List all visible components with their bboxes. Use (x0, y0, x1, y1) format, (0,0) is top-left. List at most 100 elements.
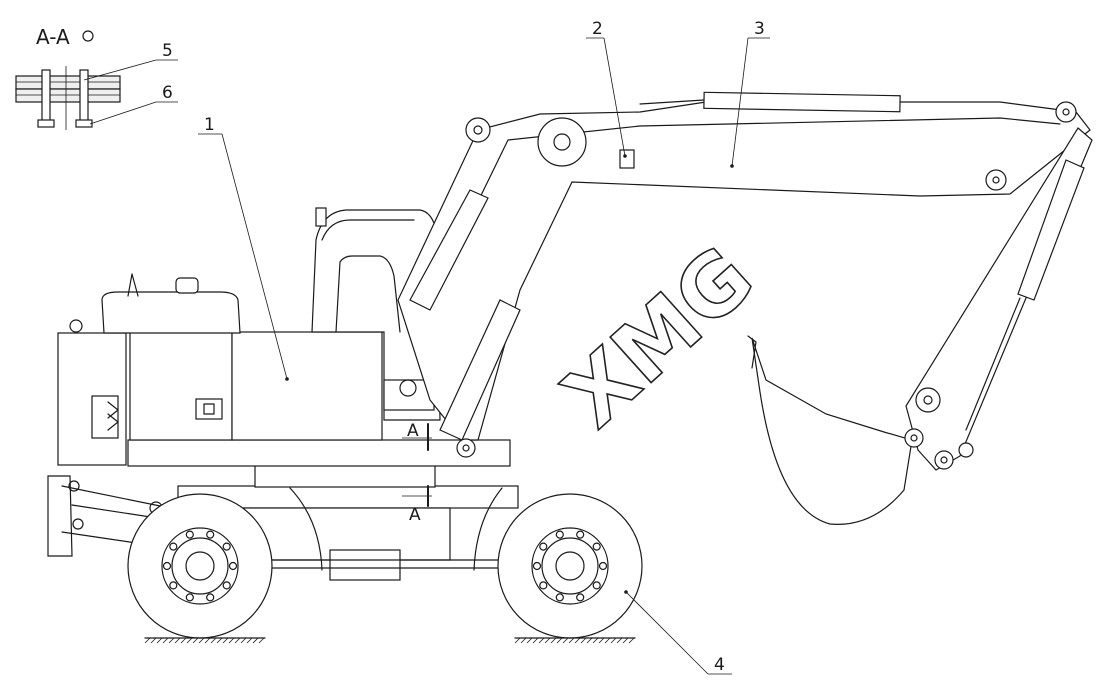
ground-hatch-line (550, 637, 557, 644)
bolt-right (79, 69, 89, 127)
ground-hatch-line (586, 637, 593, 644)
undercarriage (47, 475, 561, 581)
slewing-ring (254, 464, 436, 488)
ground-hatch-line (544, 637, 551, 644)
rear-mirror (315, 207, 327, 227)
section-label: A-A (36, 25, 70, 49)
section-mark-top: A (407, 421, 419, 441)
stick (905, 127, 1093, 471)
lug-nut (185, 593, 194, 602)
ground-hatch-line (186, 637, 193, 644)
lug-nut (539, 542, 548, 551)
boom-cylinder-lower (439, 299, 521, 441)
ground-hatch-line (216, 637, 223, 644)
boom-arm (397, 91, 1091, 458)
callout-2-leader (603, 37, 626, 157)
lug-nut (206, 593, 215, 602)
lug-nut (592, 581, 601, 590)
nut-right (75, 119, 93, 128)
lug-nut (532, 561, 542, 571)
service-latch (195, 398, 223, 420)
lug-nut (576, 593, 585, 602)
callout-3-leader (731, 37, 749, 167)
ground-hatch-line (604, 637, 611, 644)
boom-cylinder (409, 189, 489, 311)
cab-door-window (335, 255, 401, 333)
ground-hatch-line (610, 637, 617, 644)
boom-foot-pin (537, 117, 587, 167)
ground-hatch-line (180, 637, 187, 644)
callout-5-number: 5 (162, 41, 173, 61)
ground-hatch-line (204, 637, 211, 644)
bolt-left (41, 69, 51, 127)
lug-nut (185, 530, 194, 539)
callouts: 1 2 3 4 5 6 (83, 19, 770, 675)
engine-hood (101, 291, 241, 334)
ground-hatch-line (156, 637, 163, 644)
plate-upper (15, 75, 121, 90)
lug-nut (598, 561, 608, 571)
tail-light (91, 395, 119, 439)
callout-1-number: 1 (204, 115, 215, 135)
ground-hatch-line (526, 637, 533, 644)
ground-hatch-line (258, 637, 265, 644)
stick-and-bucket (747, 127, 1093, 525)
nut-left (37, 119, 55, 128)
callout-4-number: 4 (714, 655, 725, 675)
boom (397, 101, 1091, 441)
air-intake (127, 273, 139, 297)
ground-hatch-line (574, 637, 581, 644)
lug-nut (539, 581, 548, 590)
bucket-cylinder (1017, 159, 1085, 301)
plate-lower (15, 88, 121, 103)
callout-4-leader (625, 591, 709, 675)
ground-hatch-line (174, 637, 181, 644)
callout-1-leader (221, 133, 288, 380)
ground-hatch-line (622, 637, 629, 644)
section-cut-marks: A A (402, 421, 432, 525)
lug-nut (162, 561, 172, 571)
ground-hatch-line (598, 637, 605, 644)
ground-hatch-line (162, 637, 169, 644)
lug-nut (228, 561, 238, 571)
lug-nut (222, 581, 231, 590)
ground-hatch-line (628, 637, 635, 644)
lift-eye (69, 319, 83, 333)
exhaust-cap (175, 277, 199, 294)
section-a-a-detail: A-A (15, 25, 121, 130)
ground-hatch-line (228, 637, 235, 644)
upper-structure (57, 273, 511, 488)
lug-nut (206, 530, 215, 539)
lug-nut (555, 593, 564, 602)
ground-hatching (144, 637, 636, 644)
callout-5-leader (83, 59, 157, 81)
ground-hatch-line (562, 637, 569, 644)
section-mark-bottom: A (409, 505, 421, 525)
rear-wheel (497, 493, 643, 639)
front-wheel (127, 493, 273, 639)
lug-nut (169, 581, 178, 590)
boom-arm-pivot (985, 169, 1007, 191)
lug-nut (576, 530, 585, 539)
ground-hatch-line (240, 637, 247, 644)
ground-hatch-line (538, 637, 545, 644)
ground-hatch-line (580, 637, 587, 644)
ground-hatch-line (144, 637, 151, 644)
callout-6-number: 6 (162, 83, 173, 103)
ground-hatch-line (168, 637, 175, 644)
ground-hatch-line (198, 637, 205, 644)
arm-cylinder (703, 91, 901, 113)
ground-hatch-line (514, 637, 521, 644)
ground-hatch-line (252, 637, 259, 644)
engine-cover-left (129, 331, 233, 441)
ground-hatch-line (520, 637, 527, 644)
ground-hatch-line (222, 637, 229, 644)
section-marker-circle (82, 30, 94, 42)
lug-nut (169, 542, 178, 551)
hydraulic-valve (619, 149, 635, 169)
callout-2-number: 2 (592, 19, 603, 39)
watermark: XMG (545, 228, 772, 446)
lug-nut (592, 542, 601, 551)
ground-hatch-line (616, 637, 623, 644)
